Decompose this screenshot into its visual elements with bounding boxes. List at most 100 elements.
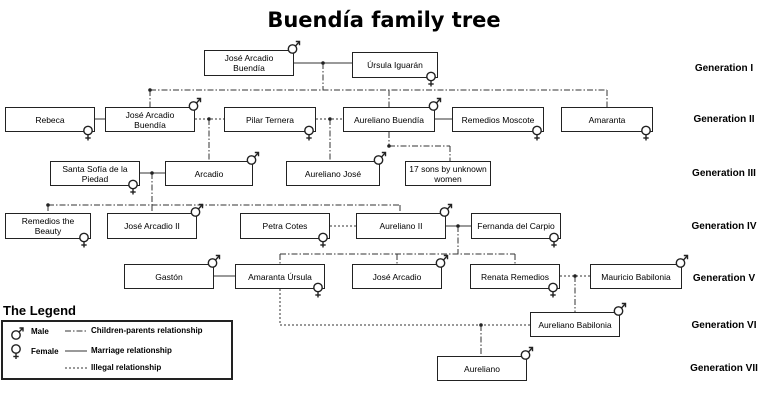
male-icon xyxy=(287,40,301,54)
person-name: Remedios Moscote xyxy=(461,114,535,125)
junction-dot xyxy=(479,323,483,327)
person-name: Aureliano Buendía xyxy=(354,114,424,125)
female-icon xyxy=(318,232,328,248)
female-icon xyxy=(128,179,138,195)
junction-dot xyxy=(328,117,332,121)
legend-marriage-label: Marriage relationship xyxy=(91,346,172,355)
legend-female-label: Female xyxy=(31,347,59,356)
junction-dot xyxy=(573,274,577,278)
person-name: Aureliano xyxy=(464,363,500,374)
female-icon xyxy=(549,232,559,248)
legend-male-label: Male xyxy=(31,327,49,336)
person-box-petra: Petra Cotes xyxy=(240,213,330,239)
person-box-fernanda: Fernanda del Carpio xyxy=(471,213,561,239)
person-name: Aureliano II xyxy=(379,221,423,231)
person-box-aureliano-jose: Aureliano José xyxy=(286,161,380,186)
junction-dot xyxy=(207,117,211,121)
legend-title: The Legend xyxy=(3,303,76,318)
female-icon xyxy=(426,71,436,87)
person-name: José Arcadio Buendía xyxy=(125,109,175,130)
person-box-ursula: Úrsula Iguarán xyxy=(352,52,438,78)
female-icon xyxy=(548,282,558,298)
person-box-aureliano-b: Aureliano Buendía xyxy=(343,107,435,132)
person-box-aureliano-last: Aureliano xyxy=(437,356,527,381)
person-box-mauricio: Mauricio Babilonia xyxy=(590,264,682,289)
person-name: Amaranta Úrsula xyxy=(248,271,312,282)
male-icon xyxy=(428,97,442,111)
female-icon xyxy=(11,344,21,359)
person-name: José Arcadio II xyxy=(124,221,180,231)
person-box-pilar: Pilar Ternera xyxy=(224,107,316,132)
person-name: Aureliano José xyxy=(304,168,362,179)
legend-children-parents-label: Children-parents relationship xyxy=(91,326,203,335)
person-box-aureliano2: Aureliano II xyxy=(356,213,446,239)
female-icon xyxy=(641,125,651,141)
junction-dot xyxy=(387,144,391,148)
junction-dot xyxy=(456,224,460,228)
person-box-gaston: Gastón xyxy=(124,264,214,289)
junction-dot xyxy=(321,61,325,65)
legend-illegal-label: Illegal relationship xyxy=(91,363,162,372)
person-name: Rebeca xyxy=(35,114,65,125)
male-icon xyxy=(439,203,453,217)
male-icon xyxy=(207,254,221,268)
person-name: Pilar Ternera xyxy=(245,114,295,125)
male-icon xyxy=(435,254,449,268)
person-box-aureliano-babilonia: Aureliano Babilonia xyxy=(530,312,620,337)
junction-dot xyxy=(150,171,154,175)
male-icon xyxy=(373,151,387,165)
person-name: Aureliano Babilonia xyxy=(538,319,612,330)
junction-dot xyxy=(148,88,152,92)
generation-label: Generation VII xyxy=(690,363,758,374)
generation-label: Generation II xyxy=(693,114,755,125)
person-box-jose-arcadio: José Arcadio xyxy=(352,264,442,289)
person-box-jab1: José Arcadio Buendía xyxy=(204,50,294,76)
person-name: José Arcadio Buendía xyxy=(224,53,274,73)
person-box-rebeca: Rebeca xyxy=(5,107,95,132)
female-icon xyxy=(79,232,89,248)
female-icon xyxy=(532,125,542,141)
male-icon xyxy=(190,203,204,217)
generation-label: Generation IV xyxy=(691,221,757,232)
person-box-remedios-beauty: Remedios the Beauty xyxy=(5,213,91,239)
person-box-renata: Renata Remedios xyxy=(470,264,560,289)
female-icon xyxy=(83,125,93,141)
person-name: Renata Remedios xyxy=(480,271,550,282)
legend: Male Female Children-parents relationshi… xyxy=(1,320,233,380)
male-icon xyxy=(613,302,627,316)
person-name: Santa Sofía de la Piedad xyxy=(62,163,128,184)
person-name: Petra Cotes xyxy=(262,221,308,231)
male-icon xyxy=(11,327,24,340)
person-box-amaranta-u: Amaranta Úrsula xyxy=(235,264,325,289)
person-name: Amaranta xyxy=(588,114,626,125)
person-name: Mauricio Babilonia xyxy=(601,271,671,282)
person-name: Fernanda del Carpio xyxy=(477,221,555,231)
male-icon xyxy=(675,254,689,268)
male-icon xyxy=(188,97,202,111)
person-box-remedios-m: Remedios Moscote xyxy=(452,107,544,132)
generation-label: Generation III xyxy=(692,168,756,179)
person-box-jab2: José Arcadio Buendía xyxy=(105,107,195,132)
diagram-title: Buendía family tree xyxy=(267,8,501,32)
female-icon xyxy=(313,282,323,298)
generation-label: Generation VI xyxy=(691,320,757,331)
person-box-santa-sofia: Santa Sofía de la Piedad xyxy=(50,161,140,186)
person-name: Remedios the Beauty xyxy=(21,216,75,236)
generation-label: Generation I xyxy=(694,63,754,74)
male-icon xyxy=(246,151,260,165)
person-name: Arcadio xyxy=(194,168,224,179)
person-box-amaranta: Amaranta xyxy=(561,107,653,132)
person-box-arcadio: Arcadio xyxy=(165,161,253,186)
person-name: 17 sons by unknown women xyxy=(409,163,487,184)
generation-label: Generation V xyxy=(692,273,756,284)
person-box-ja2: José Arcadio II xyxy=(107,213,197,239)
female-icon xyxy=(304,125,314,141)
person-name: José Arcadio xyxy=(372,271,422,282)
legend-symbols xyxy=(11,327,87,369)
junction-dot xyxy=(46,203,50,207)
male-icon xyxy=(520,346,534,360)
person-name: Gastón xyxy=(155,271,183,282)
person-box-seventeen: 17 sons by unknown women xyxy=(405,161,491,186)
